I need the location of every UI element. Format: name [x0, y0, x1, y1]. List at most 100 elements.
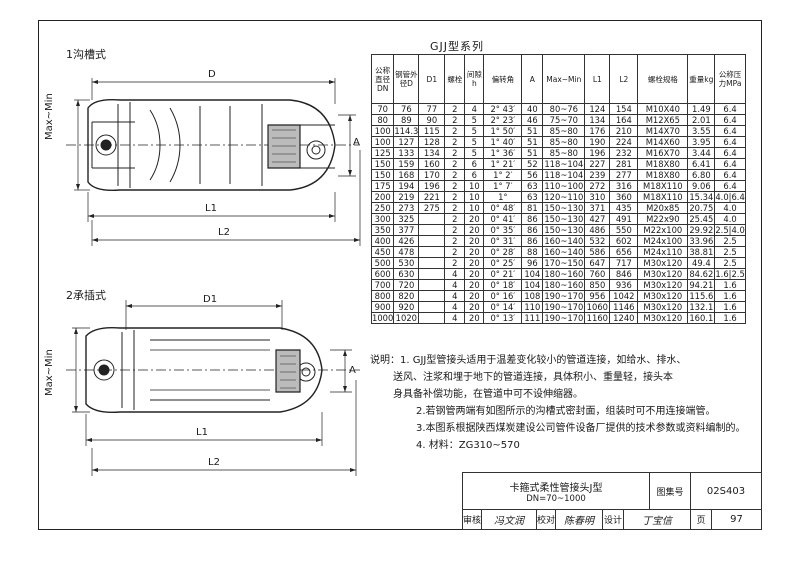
- table-cell: 175: [370, 180, 395, 192]
- table-header-cell: 公称直径DN: [370, 54, 395, 104]
- table-cell: 0° 13′: [483, 312, 523, 324]
- table-cell: 4: [444, 268, 466, 280]
- table-cell: 115.6: [687, 290, 716, 302]
- note-1b: 送风、注浆和埋于地下的管道连接，具体积小、重量轻，接头本: [393, 372, 673, 383]
- table-cell: 160.1: [687, 312, 716, 324]
- table-cell: M18X110: [637, 191, 689, 203]
- dim-label-d1: D1: [203, 294, 218, 305]
- table-cell: [418, 246, 446, 258]
- table-cell: 170: [418, 169, 446, 181]
- table-cell: 272: [584, 180, 611, 192]
- table-cell: 51: [521, 125, 544, 137]
- table-cell: 89: [393, 114, 420, 126]
- table-cell: 6.4: [714, 169, 746, 181]
- table-cell: [418, 290, 446, 302]
- table-cell: 86: [521, 224, 544, 236]
- table-header-cell: L2: [609, 54, 639, 104]
- table-cell: [418, 224, 446, 236]
- table-cell: 63: [521, 191, 544, 203]
- table-cell: 10: [464, 180, 485, 192]
- table-cell: 6.80: [687, 169, 716, 181]
- table-cell: 371: [584, 202, 611, 214]
- table-cell: 20: [464, 312, 485, 324]
- table-cell: 132.1: [687, 301, 716, 313]
- table-cell: 160~140: [542, 246, 586, 258]
- table-cell: [418, 235, 446, 247]
- drawing-frame: [38, 20, 762, 530]
- table-cell: 0° 21′: [483, 268, 523, 280]
- table-cell: 450: [370, 246, 395, 258]
- table-cell: M14X70: [637, 125, 689, 137]
- table-cell: 426: [393, 235, 420, 247]
- note-3: 3.本图系根据陕西煤炭建设公司管件设备厂提供的技术参数或资料编制的。: [416, 423, 746, 434]
- table-header-cell: D1: [418, 54, 446, 104]
- table-cell: 20: [464, 268, 485, 280]
- review-signature: 冯文润: [481, 509, 537, 530]
- dim-label-maxmin-top: Max~Min: [44, 93, 55, 140]
- table-cell: 2: [444, 235, 466, 247]
- table-title: GJJ型系列: [430, 40, 485, 53]
- table-cell: 600: [370, 268, 395, 280]
- dim-label-a-top: A: [353, 137, 360, 148]
- table-cell: 936: [609, 279, 639, 291]
- table-cell: 491: [609, 213, 639, 225]
- table-cell: 180~160: [542, 268, 586, 280]
- table-cell: 6.4: [714, 147, 746, 159]
- table-cell: 435: [609, 202, 639, 214]
- table-cell: 221: [418, 191, 446, 203]
- table-cell: 0° 48′: [483, 202, 523, 214]
- table-cell: 1° 36′: [483, 147, 523, 159]
- table-cell: 277: [609, 169, 639, 181]
- table-cell: 200: [370, 191, 395, 203]
- table-cell: 6.4: [714, 114, 746, 126]
- page-number: 97: [711, 509, 762, 530]
- table-cell: 316: [609, 180, 639, 192]
- table-cell: 4: [444, 279, 466, 291]
- table-cell: 134: [418, 147, 446, 159]
- table-header-cell: Max~Min: [542, 54, 586, 104]
- table-cell: 350: [370, 224, 395, 236]
- table-cell: 124: [584, 103, 611, 115]
- table-cell: 85~80: [542, 136, 586, 148]
- table-cell: 20: [464, 290, 485, 302]
- table-cell: [418, 301, 446, 313]
- table-cell: M22x90: [637, 213, 689, 225]
- dim-label-l1-top: L1: [205, 203, 217, 214]
- table-cell: 602: [609, 235, 639, 247]
- table-cell: 586: [584, 246, 611, 258]
- table-cell: 52: [521, 158, 544, 170]
- note-1a: 1. GJJ型管接头适用于温差变化较小的管道连接，如给水、排水、: [400, 355, 687, 366]
- table-cell: 40: [521, 103, 544, 115]
- table-cell: 232: [609, 147, 639, 159]
- table-cell: 125: [370, 147, 395, 159]
- table-cell: 427: [584, 213, 611, 225]
- table-cell: 70: [370, 103, 395, 115]
- table-cell: 5: [464, 136, 485, 148]
- table-cell: 3.55: [687, 125, 716, 137]
- table-cell: 190: [584, 136, 611, 148]
- table-cell: 88: [521, 246, 544, 258]
- drawing-name-cell: 卡箍式柔性管接头J型 DN=70~1000: [462, 472, 650, 510]
- table-cell: 1° 50′: [483, 125, 523, 137]
- table-cell: 2.5: [714, 257, 746, 269]
- table-cell: 1240: [609, 312, 639, 324]
- check-signature: 陈春明: [555, 509, 603, 530]
- table-cell: 717: [609, 257, 639, 269]
- table-cell: 2: [444, 169, 466, 181]
- table-cell: 0° 18′: [483, 279, 523, 291]
- table-cell: M20x85: [637, 202, 689, 214]
- table-header-cell: L1: [584, 54, 611, 104]
- table-cell: 210: [609, 125, 639, 137]
- note-2: 2.若钢管两端有如图所示的沟槽式密封面，组装时可不用连接端管。: [416, 406, 716, 417]
- table-cell: 100: [370, 125, 395, 137]
- table-cell: 190~170: [542, 312, 586, 324]
- table-cell: 190~170: [542, 290, 586, 302]
- table-cell: 190~170: [542, 301, 586, 313]
